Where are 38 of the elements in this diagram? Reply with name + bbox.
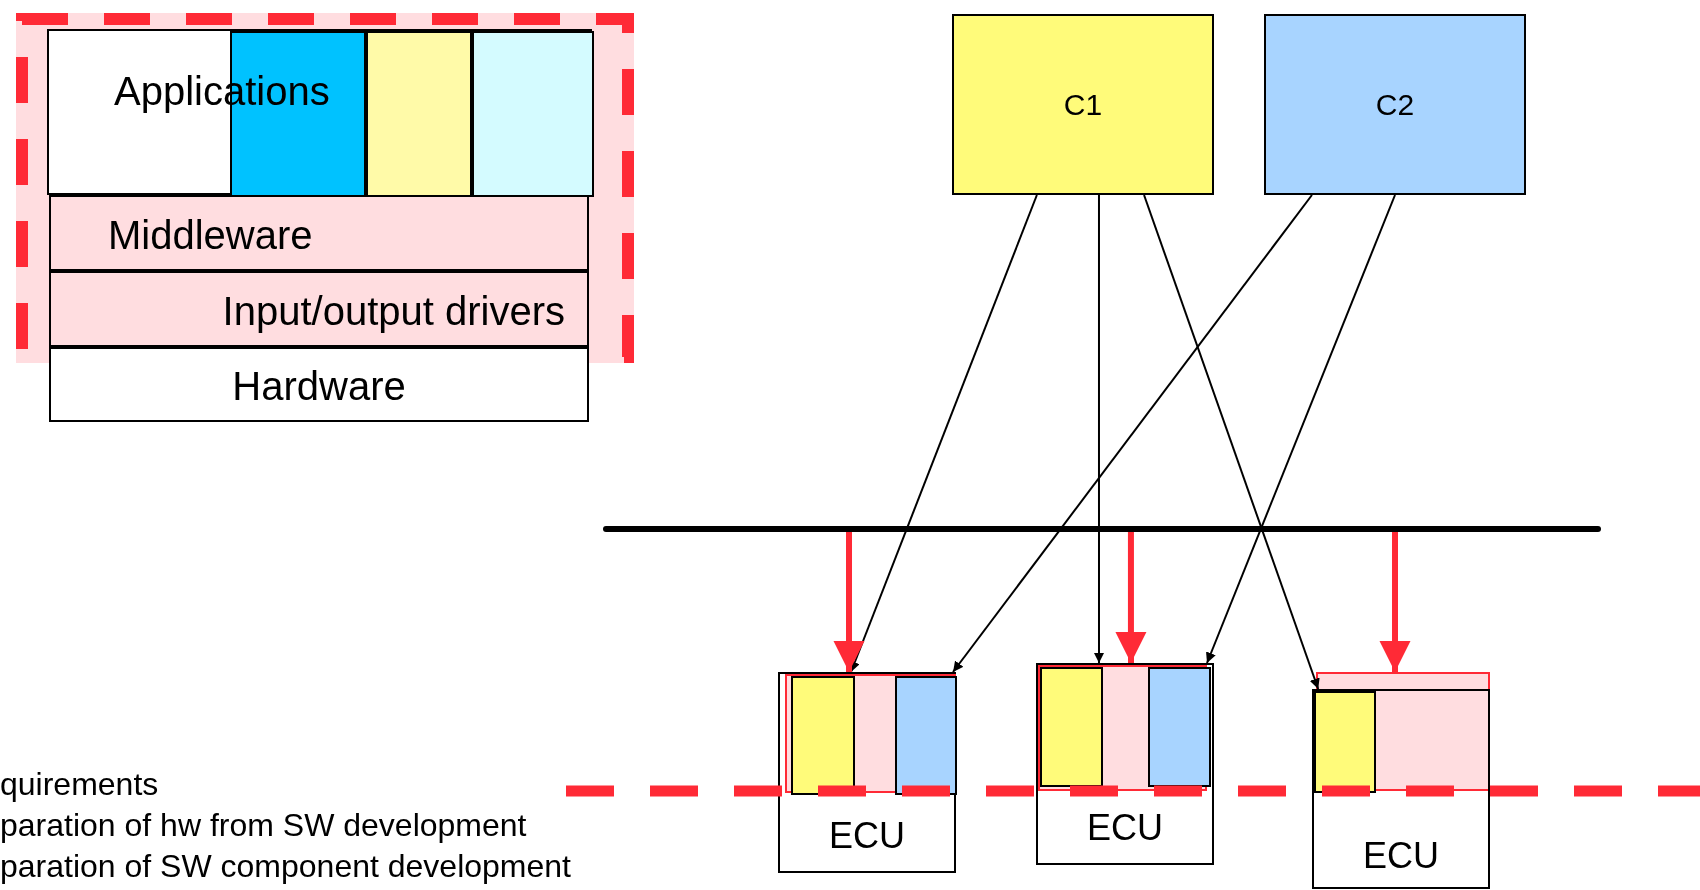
- application-layer: [47, 29, 592, 195]
- component-block: [1040, 667, 1103, 787]
- component-block: [1314, 691, 1376, 793]
- component-box: [952, 14, 1214, 195]
- component-block: [791, 676, 855, 795]
- component-box: [1264, 14, 1526, 195]
- software-stack-region: [16, 13, 634, 363]
- component-label: C1: [1062, 88, 1104, 122]
- arrow: [952, 194, 1313, 673]
- component-block: [1148, 667, 1211, 787]
- arrow: [833, 532, 865, 672]
- software-area: [785, 674, 956, 793]
- middleware-layer: [49, 195, 589, 271]
- arrow: [1115, 532, 1147, 663]
- arrow: [1379, 532, 1411, 672]
- component-block: [895, 676, 957, 795]
- ecu-label: ECU: [828, 815, 906, 857]
- arrow: [1206, 194, 1396, 664]
- layer-label: Middleware: [108, 213, 313, 258]
- bullet-text: quirements: [0, 766, 159, 803]
- arrow: [1093, 194, 1105, 664]
- bullet-text: paration of SW component development: [0, 848, 571, 885]
- software-area: [1316, 672, 1490, 791]
- ecu-label: ECU: [1086, 807, 1164, 849]
- layer-label: Input/output drivers: [222, 289, 565, 334]
- component-label: C2: [1374, 88, 1416, 122]
- application-block: [366, 31, 472, 197]
- ecu-box: [1312, 689, 1490, 889]
- application-block: [472, 31, 594, 197]
- ecu-box: [1036, 663, 1214, 865]
- bus-line: [603, 526, 1601, 532]
- arrow: [849, 194, 1038, 673]
- layer-label: Hardware: [231, 364, 407, 409]
- driver-layer: [49, 271, 589, 347]
- ecu-label: ECU: [1362, 835, 1440, 877]
- ecu-box: [778, 672, 956, 873]
- hardware-layer: [49, 347, 589, 422]
- bullet-text: paration of hw from SW development: [0, 807, 527, 844]
